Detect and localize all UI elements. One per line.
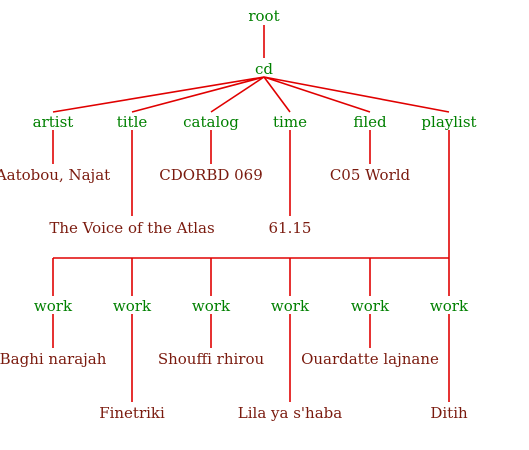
node-work-4: work (271, 297, 310, 315)
value-work-2: Finetriki (99, 404, 165, 422)
node-cd: cd (255, 60, 273, 78)
value-work-5: Ouardatte lajnane (301, 350, 439, 368)
node-filed: filed (353, 113, 387, 131)
edge-cd-time (263, 76, 291, 113)
node-work-6: work (430, 297, 469, 315)
value-artist: Aatobou, Najat (0, 166, 110, 184)
node-work-3: work (192, 297, 231, 315)
edge-cd-playlist (263, 76, 450, 113)
value-work-3: Shouffi rhirou (158, 350, 265, 368)
node-work-1: work (34, 297, 73, 315)
node-work-2: work (113, 297, 152, 315)
edge-cd-artist (52, 76, 265, 113)
node-artist: artist (33, 113, 74, 131)
tree-nodes: root cd artist title catalog time filed … (0, 7, 477, 422)
value-title: The Voice of the Atlas (49, 219, 214, 237)
node-title: title (117, 113, 148, 131)
edge-cd-filed (263, 76, 371, 113)
value-work-4: Lila ya s'haba (238, 404, 342, 422)
node-time: time (273, 113, 307, 131)
edge-cd-title (131, 76, 265, 113)
tree-edges (52, 25, 450, 402)
node-playlist: playlist (421, 113, 476, 131)
node-work-5: work (351, 297, 390, 315)
node-catalog: catalog (183, 113, 239, 131)
node-root: root (248, 7, 279, 25)
value-work-1: Baghi narajah (0, 350, 107, 368)
edge-cd-catalog (210, 76, 265, 113)
value-work-6: Ditih (430, 404, 468, 422)
value-catalog: CDORBD 069 (159, 166, 263, 184)
value-time: 61.15 (269, 219, 312, 237)
value-filed: C05 World (330, 166, 411, 184)
